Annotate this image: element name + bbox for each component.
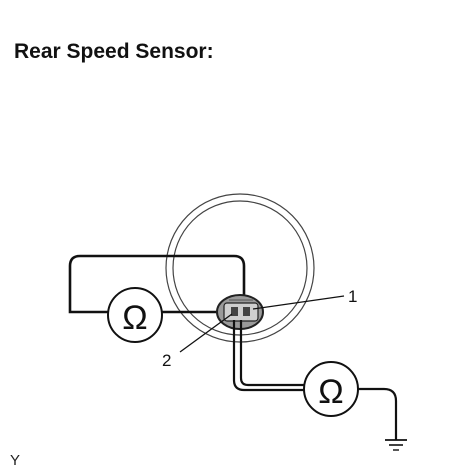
ohmmeter-symbol-right: Ω [318, 373, 343, 411]
page-title: Rear Speed Sensor: [14, 40, 214, 63]
callout-1-label: 1 [348, 287, 357, 306]
ground-wire [358, 387, 398, 440]
ohmmeter-icon: Ω [107, 287, 163, 343]
callout-2-label: 2 [162, 351, 171, 370]
ground-icon [385, 439, 407, 451]
ohmmeter-icon: Ω [303, 361, 359, 417]
callout-1-leader [252, 295, 345, 310]
ohmmeter-symbol-left: Ω [122, 299, 147, 337]
lead-wire-outer [232, 320, 306, 392]
callout-2-leader [179, 313, 233, 353]
left-loop-wire [68, 254, 246, 314]
figure-code: Y [10, 452, 21, 469]
lead-wire-inner [239, 320, 306, 387]
sensor-connector-icon [216, 294, 264, 330]
